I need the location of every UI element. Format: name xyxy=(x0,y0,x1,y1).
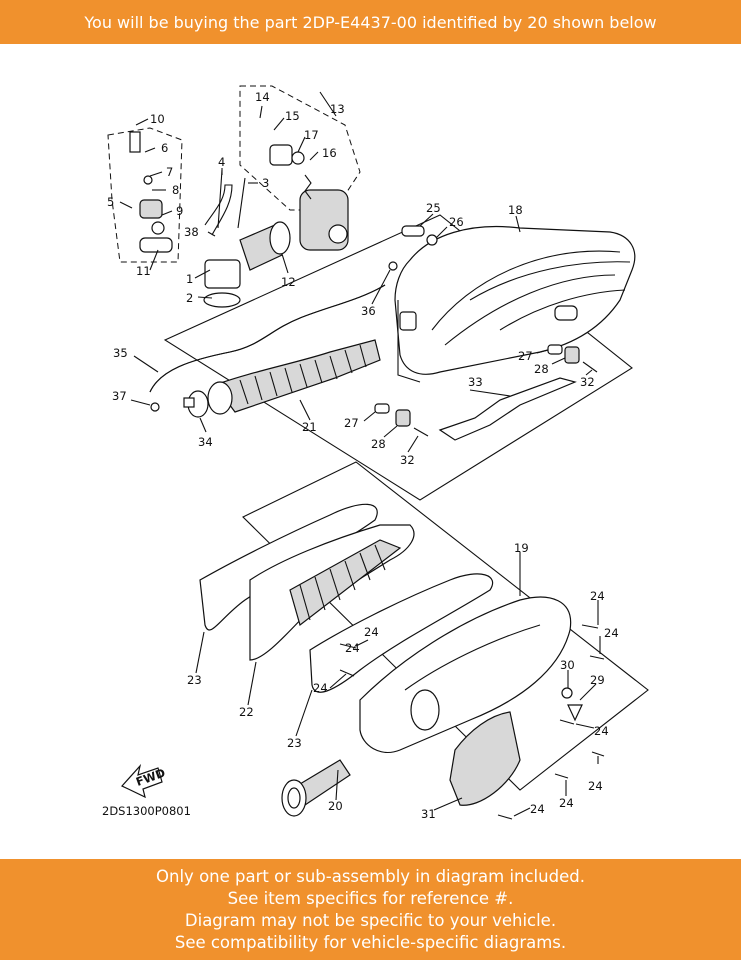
callout-34: 34 xyxy=(198,435,213,449)
group-13-box xyxy=(239,85,361,211)
callout-27b: 27 xyxy=(344,416,359,430)
air-cleaner-cover xyxy=(359,596,572,753)
hose-clip-37 xyxy=(150,402,160,412)
collar-27a xyxy=(547,344,563,355)
collar-27b xyxy=(374,403,390,414)
air-cleaner-case xyxy=(394,225,636,383)
footer-line-1: Only one part or sub-assembly in diagram… xyxy=(156,866,585,886)
callout-12: 12 xyxy=(281,275,296,289)
bracket-38 xyxy=(204,184,233,236)
callout-18: 18 xyxy=(508,203,523,217)
bolt-32a xyxy=(582,361,598,373)
callout-32b: 32 xyxy=(400,453,415,467)
clip-26 xyxy=(426,234,438,246)
callout-4: 4 xyxy=(218,155,225,169)
callout-24c: 24 xyxy=(313,681,328,695)
callout-25: 25 xyxy=(426,201,441,215)
callout-24g: 24 xyxy=(559,796,574,810)
callout-28a: 28 xyxy=(534,362,549,376)
callout-21: 21 xyxy=(302,420,317,434)
callout-3: 3 xyxy=(262,176,269,190)
callout-17: 17 xyxy=(304,128,319,142)
hose-clamp xyxy=(183,390,209,418)
footer-line-2: See item specifics for reference #. xyxy=(227,888,514,908)
gasket-23-lower xyxy=(309,573,494,693)
fwd-arrow-icon xyxy=(121,763,163,799)
callout-33: 33 xyxy=(468,375,483,389)
intake-funnel-20 xyxy=(281,759,351,817)
upper-group-frame xyxy=(163,214,633,501)
callout-32a: 32 xyxy=(580,375,595,389)
screws-24 xyxy=(339,624,605,820)
callout-2: 2 xyxy=(186,291,193,305)
callout-8: 8 xyxy=(172,183,179,197)
bolt-3 xyxy=(237,177,246,229)
top-banner: You will be buying the part 2DP-E4437-00… xyxy=(0,0,741,44)
callout-15: 15 xyxy=(285,109,300,123)
callout-14: 14 xyxy=(255,90,270,104)
exploded-view-drawing: 10 6 7 8 9 5 11 1 2 4 3 38 12 14 15 17 1… xyxy=(102,85,649,821)
callout-27a: 27 xyxy=(518,349,533,363)
leader-lines xyxy=(119,91,601,817)
callout-1: 1 xyxy=(186,272,193,286)
callout-13: 13 xyxy=(330,102,345,116)
grommet-28b xyxy=(395,409,411,427)
callout-23b: 23 xyxy=(287,736,302,750)
cover-31 xyxy=(449,711,521,806)
seal-strip xyxy=(438,377,577,441)
callout-37: 37 xyxy=(112,389,127,403)
clip-30 xyxy=(561,687,573,699)
callout-24h: 24 xyxy=(530,802,545,816)
callout-7: 7 xyxy=(166,165,173,179)
callout-19: 19 xyxy=(514,541,529,555)
diagram-code: 2DS1300P0801 xyxy=(102,804,191,818)
callout-5: 5 xyxy=(107,195,114,209)
callout-20: 20 xyxy=(328,799,343,813)
clip-29 xyxy=(567,704,583,722)
callout-23a: 23 xyxy=(187,673,202,687)
callout-24f: 24 xyxy=(588,779,603,793)
grommet-25 xyxy=(401,225,425,237)
throttle-body xyxy=(269,144,349,251)
throttle-body-joint xyxy=(203,259,241,308)
breather-hose-inner xyxy=(149,284,386,393)
grommet-28a xyxy=(564,346,580,364)
callout-24d: 24 xyxy=(604,626,619,640)
hose-clip-36 xyxy=(388,261,398,271)
callout-31: 31 xyxy=(421,807,436,821)
callout-28b: 28 xyxy=(371,437,386,451)
parts-diagram: 10 6 7 8 9 5 11 1 2 4 3 38 12 14 15 17 1… xyxy=(0,44,741,859)
callout-24a: 24 xyxy=(590,589,605,603)
callout-10: 10 xyxy=(150,112,165,126)
group-5-box xyxy=(107,127,183,263)
footer-line-4: See compatibility for vehicle-specific d… xyxy=(174,932,567,952)
callout-29: 29 xyxy=(590,673,605,687)
callout-22: 22 xyxy=(239,705,254,719)
throttle-joint xyxy=(239,221,291,271)
callout-24b: 24 xyxy=(364,625,379,639)
callout-24e: 24 xyxy=(594,724,609,738)
bolt-4 xyxy=(217,169,223,229)
part-notice: You will be buying the part 2DP-E4437-00… xyxy=(84,12,657,32)
callout-11: 11 xyxy=(136,264,151,278)
callout-16: 16 xyxy=(322,146,337,160)
filter-element xyxy=(249,524,415,661)
callout-24i: 24 xyxy=(345,641,360,655)
callout-38: 38 xyxy=(184,225,199,239)
callout-30: 30 xyxy=(560,658,575,672)
callout-26: 26 xyxy=(449,215,464,229)
callout-6: 6 xyxy=(161,141,168,155)
intake-duct xyxy=(207,339,381,415)
callout-labels: 10 6 7 8 9 5 11 1 2 4 3 38 12 14 15 17 1… xyxy=(102,90,619,821)
bolt-32b xyxy=(413,427,429,437)
footer-line-3: Diagram may not be specific to your vehi… xyxy=(184,910,557,930)
callout-35: 35 xyxy=(113,346,128,360)
bottom-banner: Only one part or sub-assembly in diagram… xyxy=(0,859,741,960)
callout-36: 36 xyxy=(361,304,376,318)
callout-9: 9 xyxy=(176,204,183,218)
sensor-assembly xyxy=(129,131,173,253)
